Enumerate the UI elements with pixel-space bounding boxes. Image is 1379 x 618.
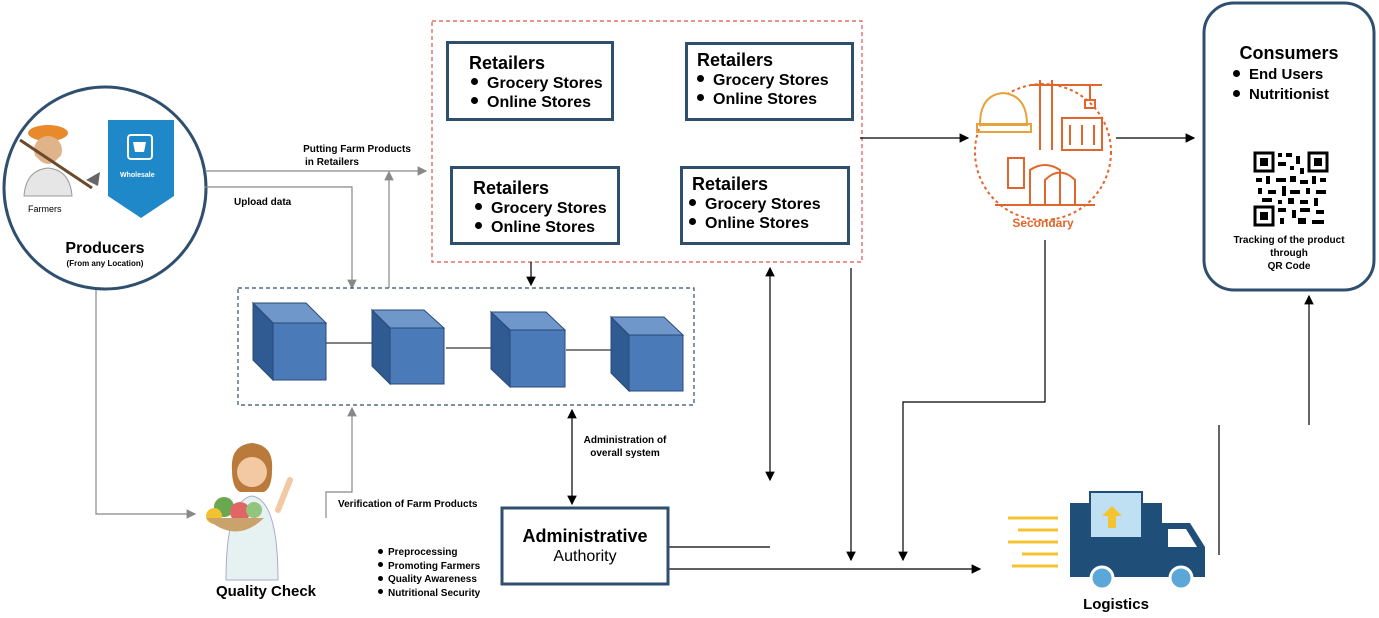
retailer-box-3: Retailers Grocery Stores Online Stores (450, 166, 620, 245)
consumers-title: Consumers (1239, 43, 1339, 63)
edge-label-upload: Upload data (234, 197, 292, 208)
admin-subtitle: Authority (553, 548, 617, 565)
block-cube-3 (489, 310, 567, 389)
admin-bullets: Preprocessing Promoting Farmers Quality … (378, 546, 480, 600)
retailer-box-4: Retailers Grocery Stores Online Stores (680, 166, 850, 245)
block-cube-1 (251, 301, 328, 382)
quality-check-label: Quality Check (215, 583, 317, 600)
retailer-item: Grocery Stores (471, 75, 603, 93)
admin-bullet: Preprocessing (378, 546, 480, 560)
retailer-item: Grocery Stores (697, 72, 829, 90)
retailer-box-1: Retailers Grocery Stores Online Stores (446, 41, 614, 121)
retailer-box-2: Retailers Grocery Stores Online Stores (685, 42, 854, 121)
wholesale-badge-icon (108, 120, 174, 218)
consumers-box (1202, 1, 1376, 292)
admin-bullet: Promoting Farmers (378, 560, 480, 574)
secondary-industry-icon (974, 80, 1112, 221)
block-cube-2 (370, 308, 446, 386)
farmers-label: Farmers (28, 204, 62, 214)
admin-authority-box (500, 506, 670, 586)
admin-bullet: Nutritional Security (378, 587, 480, 601)
retailer-item: Grocery Stores (689, 196, 821, 214)
retailer-item: Online Stores (471, 94, 591, 112)
edge-upload-data (205, 186, 357, 290)
logistics-label: Logistics (1083, 596, 1149, 613)
retailer-item: Online Stores (689, 215, 809, 233)
tracking-line-3: QR Code (1267, 261, 1311, 272)
edge-label-verification: Verification of Farm Products (338, 499, 478, 510)
producers-title: Producers (65, 240, 145, 257)
retailer-title: Retailers (697, 50, 774, 70)
secondary-label: Secondary (1012, 216, 1074, 230)
edge-verification (325, 406, 357, 518)
wholesale-label: Wholesale (120, 172, 155, 179)
edge-label-in-retailers: in Retailers (305, 157, 359, 168)
consumer-item: Nutritionist (1233, 86, 1329, 103)
edge-label-admin-1: Administration of (583, 435, 667, 446)
tracking-line-1: Tracking of the product (1233, 235, 1345, 246)
producers-subtitle: (From any Location) (66, 259, 144, 268)
admin-bullet: Quality Awareness (378, 573, 480, 587)
qr-code-icon (1253, 151, 1329, 227)
edge-producers-to-quality (95, 290, 197, 519)
admin-title: Administrative (522, 526, 648, 546)
block-cube-4 (609, 315, 685, 393)
tracking-line-2: through (1270, 248, 1308, 259)
blockchain-container (237, 287, 695, 406)
quality-check-person-icon (206, 443, 293, 581)
farmer-icon (19, 125, 100, 197)
edge-label-putting: Putting Farm Products (303, 144, 411, 155)
retailer-title: Retailers (692, 174, 769, 194)
retailer-item: Grocery Stores (475, 200, 607, 218)
edge-secondary-to-logistics (898, 240, 1046, 562)
retailers-container (431, 20, 863, 263)
logistics-truck-icon (1008, 491, 1205, 591)
retailer-item: Online Stores (697, 91, 817, 109)
consumer-item: End Users (1233, 66, 1323, 83)
retailer-item: Online Stores (475, 219, 595, 237)
retailer-title: Retailers (469, 53, 546, 73)
edge-label-admin-2: overall system (590, 448, 660, 459)
retailer-title: Retailers (473, 178, 550, 198)
